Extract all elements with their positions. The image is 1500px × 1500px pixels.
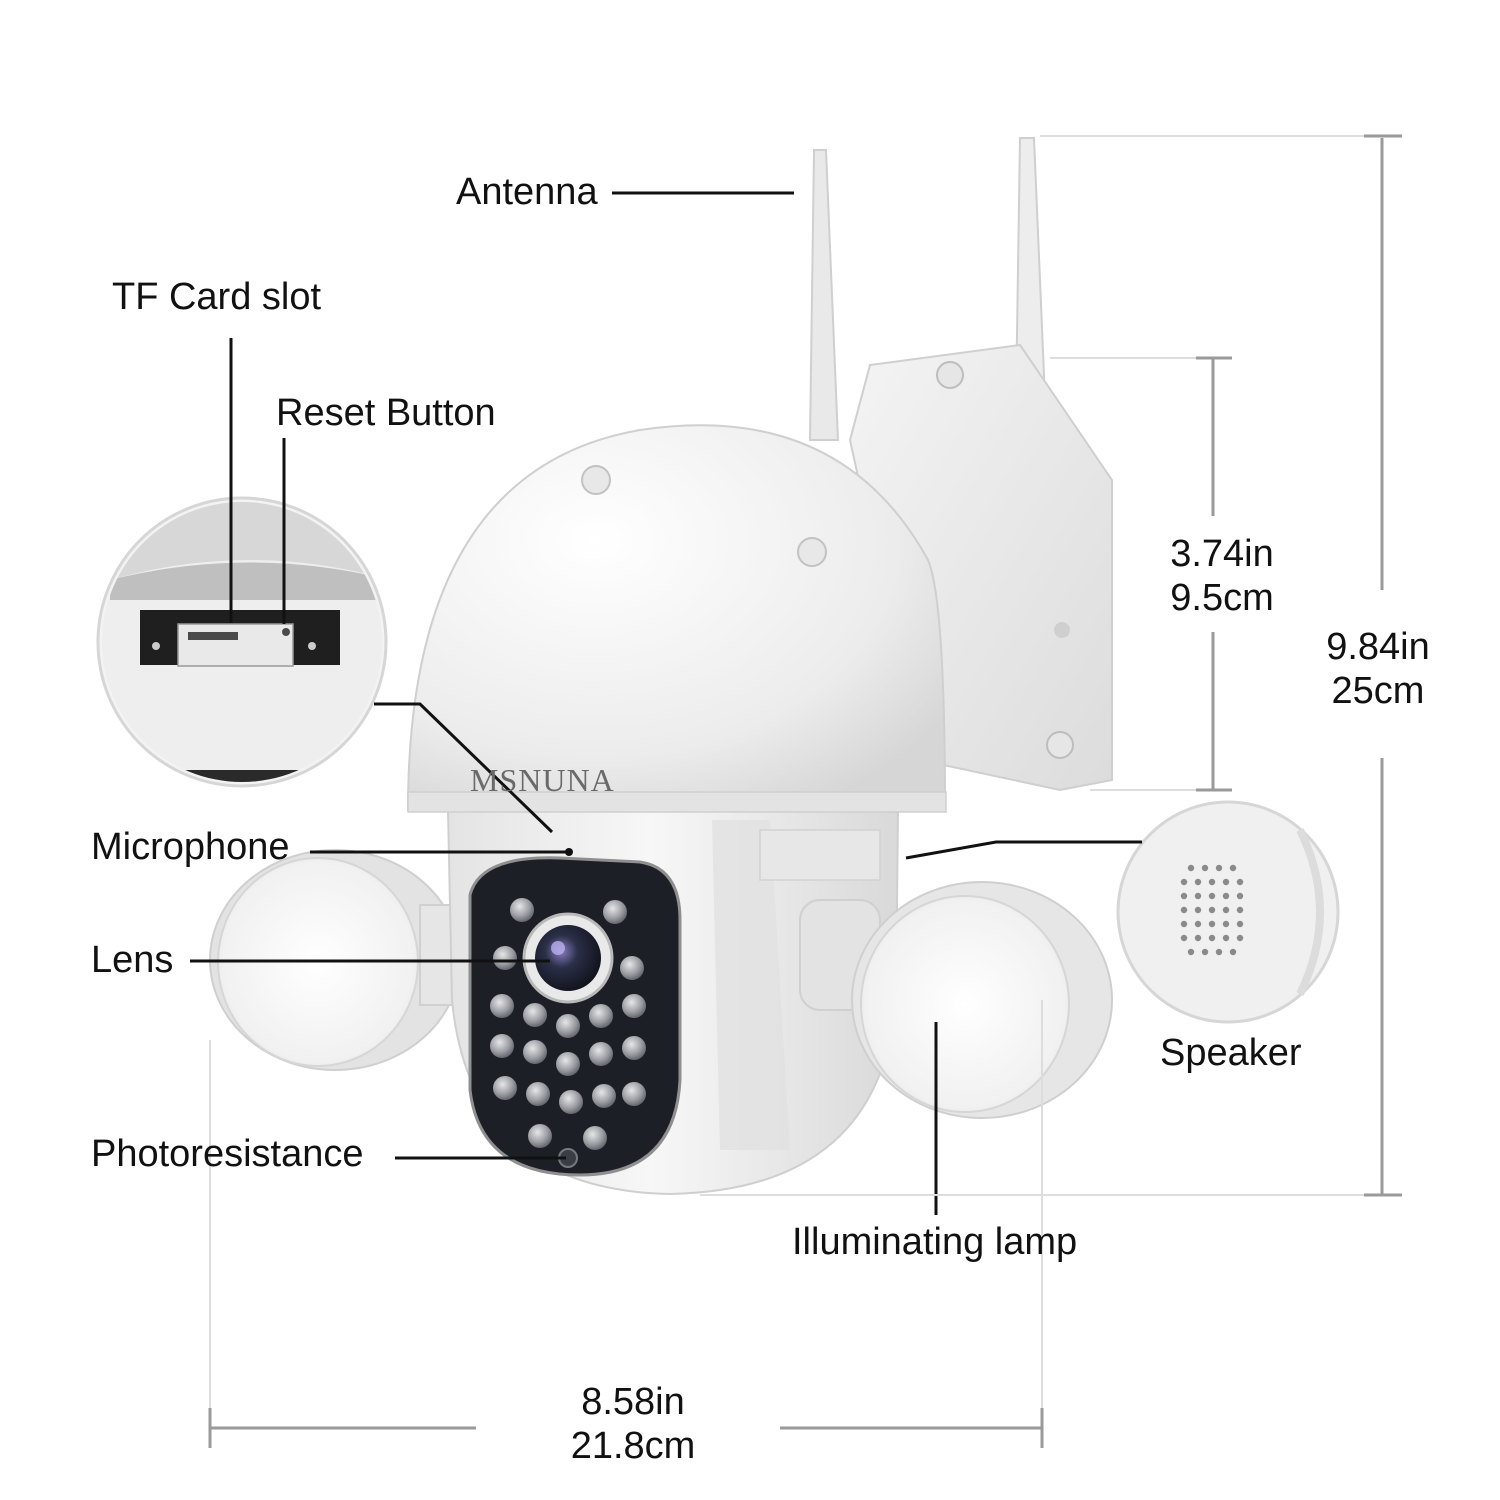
lens-icon	[522, 912, 614, 1004]
tf-card-inset	[96, 496, 388, 788]
label-illuminating-lamp: Illuminating lamp	[792, 1221, 1078, 1263]
dimension-total-height-metric: 25cm	[1331, 670, 1425, 712]
label-antenna: Antenna	[456, 171, 598, 213]
camera-dome	[406, 424, 947, 813]
label-speaker: Speaker	[1160, 1032, 1302, 1074]
label-lens: Lens	[91, 939, 174, 981]
speaker-grille-icon	[1180, 864, 1244, 956]
microphone-dot	[565, 848, 573, 856]
label-photoresistance: Photoresistance	[91, 1133, 364, 1175]
speaker-inset	[1116, 800, 1340, 1024]
dimension-total-height: 9.84in 25cm	[1298, 625, 1458, 713]
dimension-width: 8.58in 21.8cm	[548, 1380, 718, 1468]
dimension-mount-height-imperial: 3.74in	[1170, 533, 1274, 575]
lamp-right	[799, 881, 1113, 1119]
label-reset-button: Reset Button	[276, 392, 496, 434]
leader-mic-connector	[374, 702, 554, 834]
dimension-width-metric: 21.8cm	[570, 1425, 696, 1467]
dimension-width-imperial: 8.58in	[581, 1381, 685, 1423]
leader-speaker	[905, 840, 1142, 860]
brand-logo: MSNUNA	[470, 762, 615, 798]
leader-lines	[190, 191, 1142, 1215]
dimension-mount-height: 3.74in 9.5cm	[1142, 532, 1302, 620]
dimension-mount-height-metric: 9.5cm	[1170, 577, 1274, 619]
extension-lines	[209, 135, 1364, 1408]
antenna-left	[808, 149, 840, 441]
label-tf-card-slot: TF Card slot	[112, 276, 322, 318]
ir-led-array	[490, 898, 646, 1150]
dimension-total-height-imperial: 9.84in	[1326, 626, 1430, 668]
dimension-lines	[208, 134, 1402, 1448]
label-microphone: Microphone	[91, 826, 290, 868]
